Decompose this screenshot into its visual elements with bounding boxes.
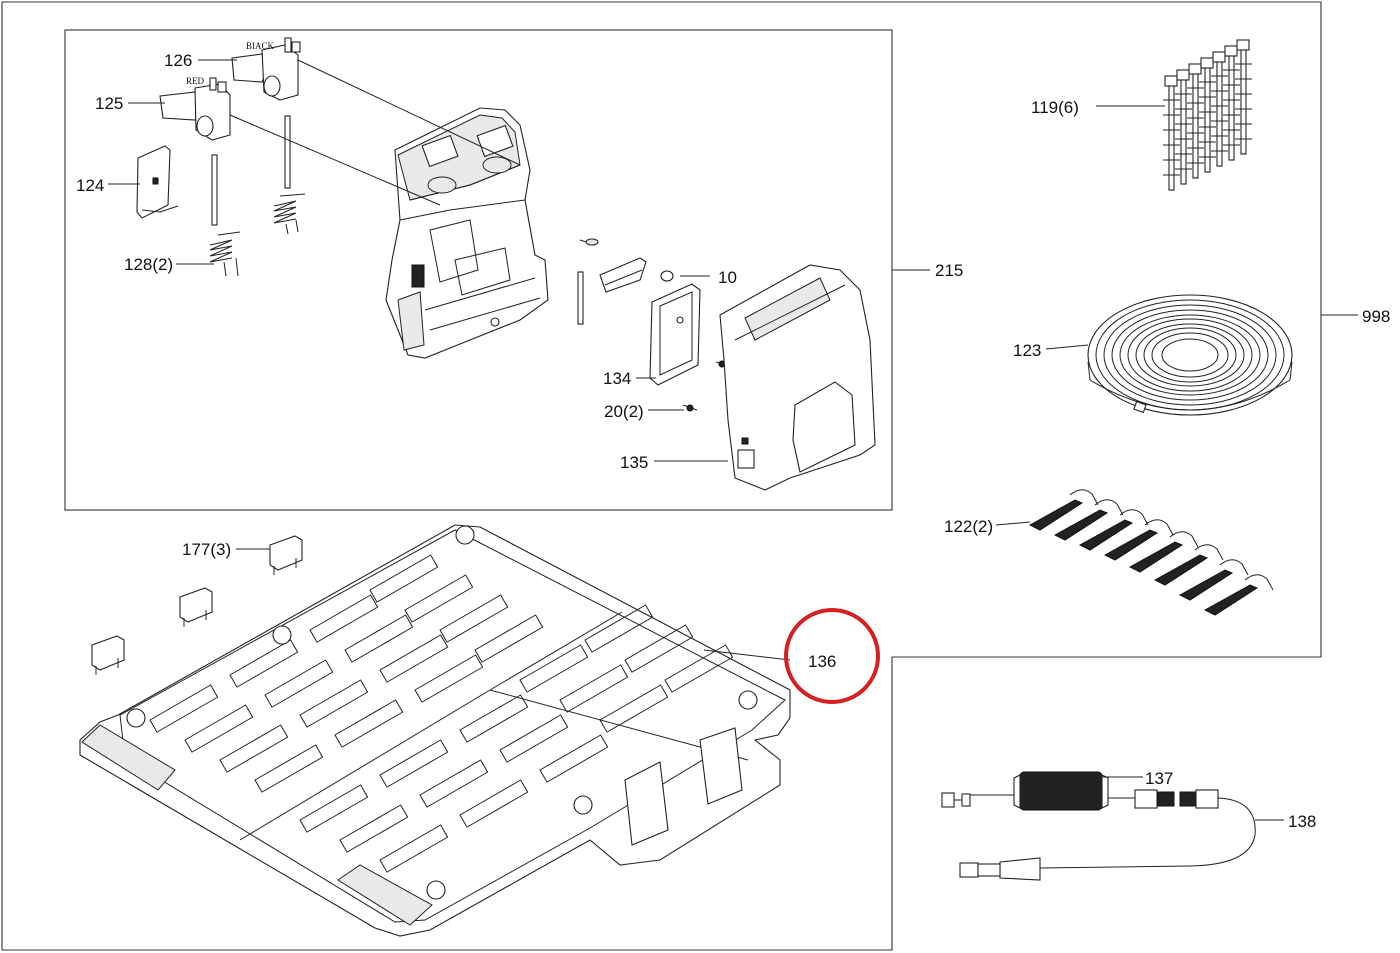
- charging-station-body: [385, 107, 549, 359]
- callout-125: 125: [95, 94, 123, 113]
- callout-136: 136: [808, 652, 836, 671]
- base-plate-136: [79, 524, 791, 937]
- outer-frame: [1, 1, 1322, 951]
- cover-135: [719, 264, 876, 491]
- callout-215: 215: [935, 261, 963, 280]
- callout-177: 177(3): [182, 540, 231, 559]
- leader-lines: [108, 59, 1358, 821]
- callout-124: 124: [76, 176, 104, 195]
- callout-10: 10: [718, 268, 737, 287]
- power-adapter-137: [941, 771, 1135, 811]
- callout-128: 128(2): [124, 255, 173, 274]
- red-circle-highlight-icon: [784, 608, 880, 704]
- cover-plate-124: [136, 145, 179, 219]
- spring-icon: [209, 193, 306, 277]
- rod-left: [211, 154, 218, 226]
- callout-137: 137: [1145, 769, 1173, 788]
- callout-20: 20(2): [604, 402, 644, 421]
- callout-134: 134: [603, 369, 631, 388]
- terminal-125: [159, 77, 231, 141]
- callout-135: 135: [620, 453, 648, 472]
- rod-right: [284, 115, 291, 189]
- plug-icon: [959, 789, 1256, 881]
- latch-part: [577, 238, 674, 325]
- peg-set-119: [1163, 39, 1253, 191]
- boundary-wire-coil-123: [1087, 294, 1293, 416]
- terminal-126: [231, 37, 301, 101]
- black-wire-tag: BIACK: [246, 41, 275, 51]
- connector-177: [91, 535, 303, 676]
- callout-138: 138: [1288, 812, 1316, 831]
- callout-123: 123: [1013, 341, 1041, 360]
- callout-122: 122(2): [944, 517, 993, 536]
- callout-126: 126: [164, 51, 192, 70]
- peg-icon: [1028, 489, 1274, 616]
- callout-119: 119(6): [1031, 98, 1079, 117]
- circuit-board-134: [649, 283, 701, 386]
- callout-998: 998: [1362, 307, 1390, 326]
- red-wire-tag: RED: [186, 76, 205, 86]
